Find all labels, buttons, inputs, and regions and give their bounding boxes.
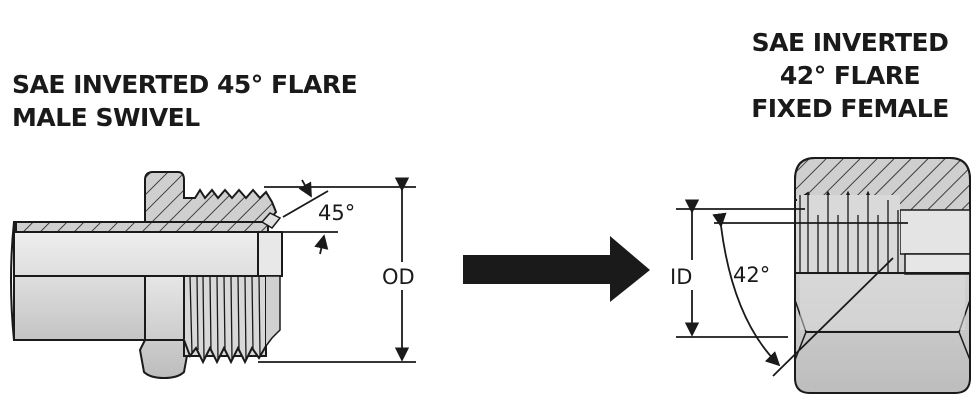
id-label: ID <box>670 265 692 289</box>
male-swivel-title: SAE INVERTED 45° FLARE MALE SWIVEL <box>12 68 358 134</box>
fixed-female-title-line1: SAE INVERTED <box>751 28 949 57</box>
fixed-female-title-line2: 42° FLARE <box>779 61 921 90</box>
hex-nut <box>138 275 190 380</box>
id-dimension <box>676 199 908 377</box>
male-swivel-title-line1: SAE INVERTED 45° FLARE <box>12 70 358 99</box>
fixed-female-fitting <box>794 157 971 394</box>
tube-wall-section <box>15 221 269 233</box>
fixed-female-title-line3: FIXED FEMALE <box>751 94 949 123</box>
angle-45-label: 45° <box>318 201 355 225</box>
male-swivel-title-line2: MALE SWIVEL <box>12 103 200 132</box>
female-thread-lines <box>799 193 899 273</box>
angle-42-label: 42° <box>733 263 770 287</box>
nut-section-hatch <box>144 171 278 223</box>
tube-end-face <box>257 231 283 277</box>
arrow-right-icon <box>463 236 650 302</box>
fixed-female-title: SAE INVERTED 42° FLARE FIXED FEMALE <box>735 26 965 125</box>
od-dimension <box>258 177 416 363</box>
male-swivel-fitting <box>10 171 283 380</box>
male-thread-lines <box>189 275 261 361</box>
od-label: OD <box>382 265 415 289</box>
